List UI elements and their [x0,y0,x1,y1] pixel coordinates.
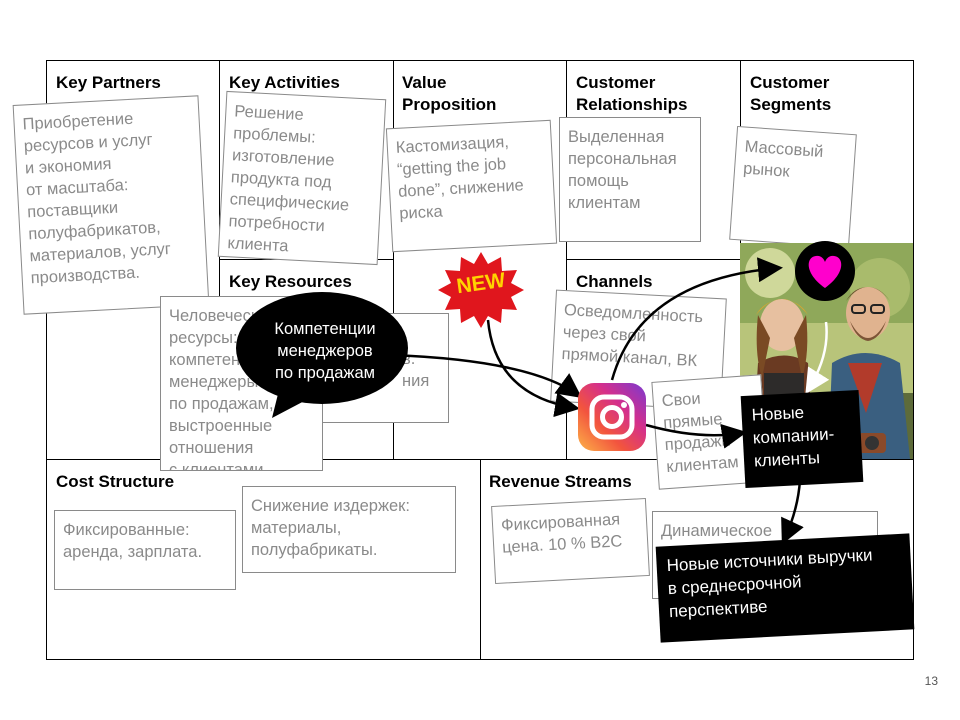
grid-line [480,459,481,660]
customer-relationships-header: Customer Relationships [576,73,688,114]
key-activities-header: Key Activities [229,73,340,92]
revenue-fixed-note: Фиксированная цена. 10 % B2C [491,497,650,585]
new-clients-box: Новые компании- клиенты [740,389,864,489]
key-partners-note: Приобретение ресурсов и услуг и экономия… [12,95,210,315]
revenue-streams-header: Revenue Streams [489,472,632,491]
speech-bubble-text: Компетенции менеджеров по продажам [274,320,376,382]
grid-line [393,60,394,459]
cost-fixed-note: Фиксированные: аренда, зарплата. [54,510,236,590]
heart-icon [795,241,855,301]
page-number: 13 [924,674,938,688]
key-resources-header: Key Resources [229,272,352,291]
new-badge [438,252,524,328]
new-revenue-box: Новые источники выручки в среднесрочной … [655,533,915,643]
grid-line [46,459,914,460]
key-activities-note: Решение проблемы: изготовление продукта … [217,90,387,266]
speech-bubble [236,292,408,418]
cost-structure-header: Cost Structure [56,472,175,491]
key-partners-header: Key Partners [56,73,161,92]
customer-segments-header: Customer Segments [750,73,832,114]
channels-header: Channels [576,272,653,291]
value-proposition-note: Кастомизация, “getting the job done”, сн… [385,119,558,253]
customer-segments-note: Массовый рынок [729,125,857,249]
cost-reduction-note: Снижение издержек: материалы, полуфабрик… [242,486,456,573]
instagram-icon [578,383,646,451]
grid-line [566,259,740,260]
customer-relationships-note: Выделенная персональная помощь клиентам [559,117,701,242]
value-proposition-header: Value Proposition [402,73,497,114]
